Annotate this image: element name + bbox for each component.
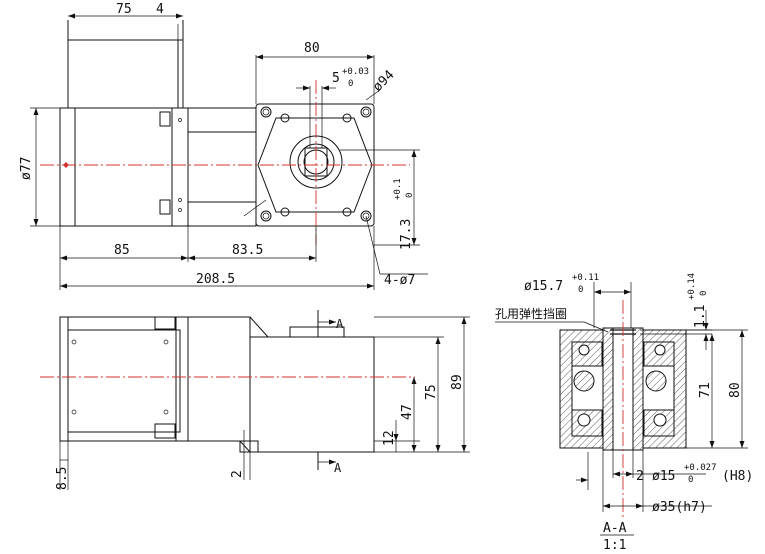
- dim-phi15-tol-upper: +0.027: [684, 463, 717, 473]
- dim-83-5: 83.5: [232, 243, 263, 258]
- dim-17-3-tol-upper: +0.1: [393, 178, 403, 200]
- dim-75-front: 75: [424, 384, 439, 400]
- dim-phi15-7: ø15.7: [524, 279, 563, 294]
- section-title: A-A: [603, 521, 627, 536]
- dim-phi15-7-tol-upper: +0.11: [572, 273, 599, 283]
- dim-2-section: 2: [636, 469, 644, 484]
- dim-8-5: 8.5: [55, 467, 70, 490]
- note-circlip: 孔用弹性挡圈: [495, 307, 567, 321]
- front-view: A A 89 75 47 12 8.5 2: [40, 310, 470, 490]
- dim-75: 75: [116, 2, 132, 17]
- dim-17-3-tol-lower: 0: [405, 193, 415, 198]
- dim-1-1-tol-upper: +0.14: [687, 273, 697, 300]
- dim-4: 4: [156, 2, 164, 17]
- dim-208-5: 208.5: [196, 272, 235, 287]
- dim-5-tol-upper: +0.03: [342, 67, 369, 77]
- section-scale: 1:1: [603, 538, 626, 553]
- dim-1-1: 1.1: [693, 305, 708, 328]
- dim-12: 12: [382, 430, 397, 446]
- dim-phi35: ø35(h7): [652, 500, 707, 515]
- dim-5: 5: [332, 71, 340, 86]
- dim-phi15: ø15: [652, 469, 675, 484]
- dim-5-tol-lower: 0: [348, 79, 353, 89]
- dim-2-front: 2: [230, 470, 245, 478]
- dim-80-top: 80: [304, 41, 320, 56]
- dim-phi77: ø77: [19, 157, 34, 180]
- dim-phi15-7-tol-lower: 0: [578, 285, 583, 295]
- section-view: ø15.7 +0.11 0 孔用弹性挡圈 1.1 +0.14 0 71 80 2…: [495, 273, 753, 553]
- dim-phi15-fit: (H8): [722, 469, 753, 484]
- dim-4-phi7: 4-ø7: [384, 273, 415, 288]
- top-view: 75 4 80 5 +0.03 0 ø94 ø77 85 83.5 208.5 …: [19, 2, 428, 290]
- section-mark-top: A: [336, 317, 344, 331]
- dim-17-3: 17.3: [399, 219, 414, 250]
- dim-89: 89: [450, 374, 465, 390]
- dim-85: 85: [114, 243, 130, 258]
- dim-1-1-tol-lower: 0: [699, 291, 709, 296]
- dim-phi15-tol-lower: 0: [688, 475, 693, 485]
- dim-47: 47: [400, 404, 415, 420]
- section-mark-bottom: A: [334, 461, 342, 475]
- dim-80-section: 80: [728, 382, 743, 398]
- dim-71: 71: [698, 382, 713, 398]
